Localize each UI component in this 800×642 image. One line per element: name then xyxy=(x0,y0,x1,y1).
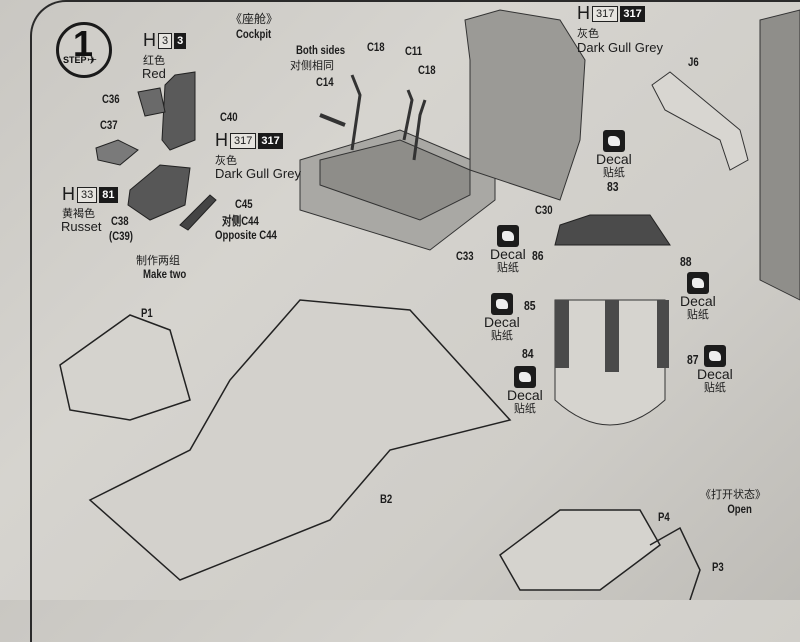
paint-name-russet: Russet xyxy=(61,219,102,234)
paint-name-red: Red xyxy=(142,66,166,81)
part-label-c14: C14 xyxy=(316,75,334,89)
paint-name-red-cn: 红色 xyxy=(143,55,165,67)
section-title-cn: 《座舱》 xyxy=(230,12,279,26)
fuselage-part xyxy=(88,299,512,581)
jet-icon: ✈ xyxy=(87,53,98,67)
seat-back-part xyxy=(161,71,196,151)
assembly-diagram xyxy=(59,9,800,600)
paint-name-grey: Dark Gull Grey xyxy=(215,166,301,181)
decal-number-88: 88 xyxy=(680,254,692,269)
decal-number-84: 84 xyxy=(522,346,534,361)
both-sides-cn: 对侧相同 xyxy=(290,60,334,72)
make-two-cn: 制作两组 xyxy=(136,255,180,267)
decal-icon xyxy=(686,272,709,294)
decal-88: Decal 贴纸 xyxy=(680,272,716,321)
open-title-en: Open xyxy=(727,502,752,516)
decal-icon xyxy=(602,130,625,152)
decal-86: Decal 贴纸 xyxy=(490,225,526,274)
part-label-c39: (C39) xyxy=(109,229,134,243)
side-rail-part xyxy=(179,194,217,231)
part-label-b2: B2 xyxy=(380,492,393,506)
part-label-c30: C30 xyxy=(535,203,553,217)
part-label-c45: C45 xyxy=(235,197,253,211)
control-stick-part xyxy=(350,74,362,151)
part-label-c18-left: C18 xyxy=(367,40,385,54)
glare-shield-part xyxy=(651,71,749,171)
open-title: 《打开状态》 Open xyxy=(700,486,766,516)
both-sides-en: Both sides xyxy=(296,43,346,57)
headrest-part xyxy=(137,87,166,117)
section-title: 《座舱》 Cockpit xyxy=(228,10,280,41)
step-number: 1 xyxy=(73,23,94,64)
decal-84: Decal 贴纸 xyxy=(507,366,543,415)
part-label-c11: C11 xyxy=(405,44,423,58)
bulkhead-part xyxy=(464,9,586,201)
decal-icon xyxy=(496,225,519,247)
windscreen-part xyxy=(59,314,191,421)
paint-code-russet: H 33 81 xyxy=(62,184,118,205)
cushion-part xyxy=(95,139,139,166)
part-label-c18-right: C18 xyxy=(418,63,436,77)
make-two-en: Make two xyxy=(143,267,187,281)
part-label-j6: J6 xyxy=(688,55,699,69)
part-label-c44-cn: 对侧C44 xyxy=(222,214,259,228)
decal-number-85: 85 xyxy=(524,298,536,313)
side-console-part xyxy=(759,9,800,301)
part-label-c36: C36 xyxy=(102,92,120,106)
paint-code-dark-gull-grey-seat: H 317 317 xyxy=(215,130,283,151)
part-label-p1: P1 xyxy=(141,306,153,320)
paint-name-grey-cn: 灰色 xyxy=(215,155,237,167)
decal-icon xyxy=(513,366,536,388)
decal-number-87: 87 xyxy=(687,352,699,367)
paint-name-russet-cn: 黄褐色 xyxy=(62,208,95,220)
section-title-en: Cockpit xyxy=(236,27,272,41)
decal-icon xyxy=(703,345,726,367)
part-label-c33: C33 xyxy=(456,249,474,263)
paint-name-grey-wall-cn: 灰色 xyxy=(577,28,599,40)
part-label-p4: P4 xyxy=(658,510,670,524)
step-frame xyxy=(30,0,800,642)
instrument-panel-part xyxy=(554,214,671,246)
paint-code-red: H 3 3 xyxy=(143,30,187,51)
part-label-c37: C37 xyxy=(100,118,118,132)
open-title-cn: 《打开状态》 xyxy=(700,489,766,501)
part-label-c38: C38 xyxy=(111,214,129,228)
decal-87: Decal 贴纸 xyxy=(697,345,733,394)
part-label-c44-en: Opposite C44 xyxy=(215,228,277,242)
decal-85: Decal 贴纸 xyxy=(484,293,520,342)
decal-83: Decal 贴纸 83 xyxy=(596,130,632,194)
paint-name-grey-wall: Dark Gull Grey xyxy=(577,40,663,55)
canopy-rear-part xyxy=(649,526,701,600)
decal-number-86: 86 xyxy=(532,248,544,263)
part-label-c40: C40 xyxy=(220,110,238,124)
seat-pan-part xyxy=(127,164,191,221)
step-label: STEP xyxy=(63,55,87,65)
decal-icon xyxy=(490,293,513,315)
part-label-p3: P3 xyxy=(712,560,724,574)
paint-code-dark-gull-grey-wall: H 317 317 xyxy=(577,3,645,24)
step-badge: 1 STEP ✈ xyxy=(56,22,112,78)
canopy-open-part xyxy=(499,509,661,591)
